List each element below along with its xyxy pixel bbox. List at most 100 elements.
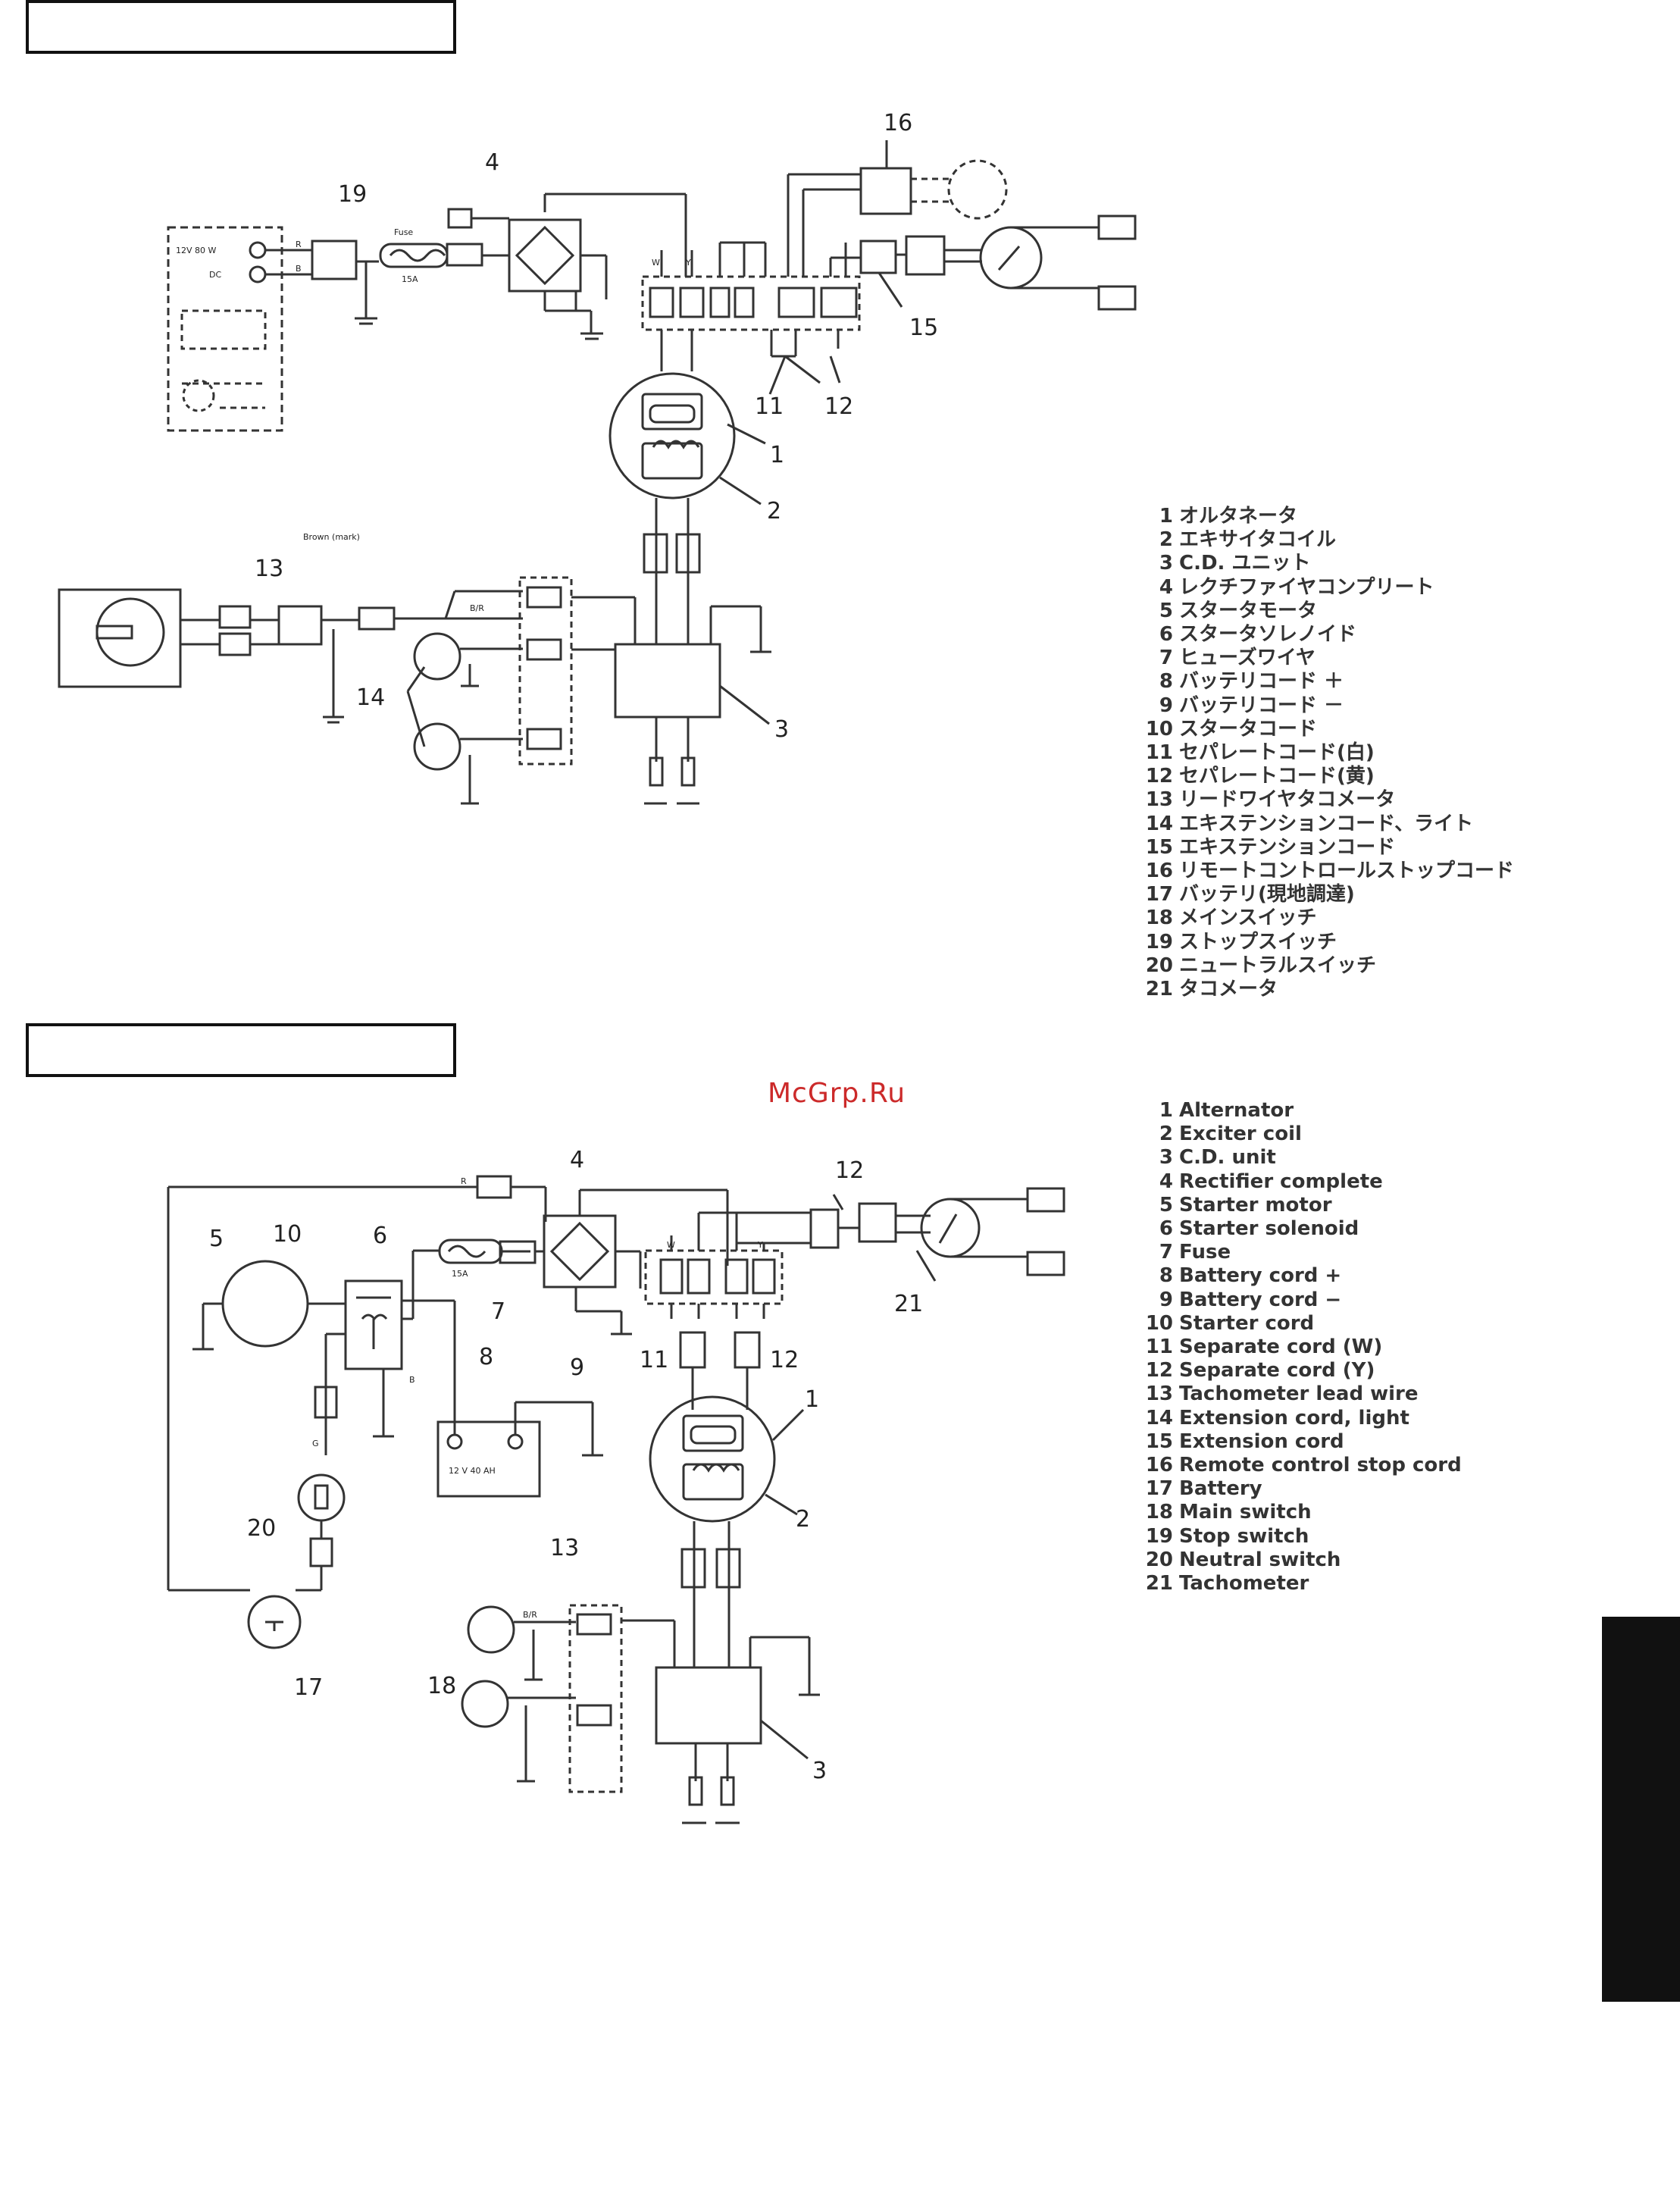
legend-text: Starter solenoid	[1179, 1217, 1359, 1241]
light-extension-box	[859, 167, 912, 215]
legend-text: Starter cord	[1179, 1311, 1315, 1335]
legend-number: 1	[1159, 505, 1173, 528]
legend-number: 7	[1159, 1241, 1173, 1264]
legend-number: 12	[1145, 1359, 1173, 1383]
legend-text: Starter motor	[1179, 1193, 1332, 1217]
legend-text: バッテリコード －	[1179, 694, 1344, 717]
legend-number: 15	[1145, 1429, 1173, 1453]
legend-item: 3 C.D. ユニット	[1141, 552, 1514, 575]
legend-item: 9 バッテリコード －	[1141, 694, 1514, 718]
legend-text: Tachometer	[1179, 1572, 1309, 1595]
legend-number: 20	[1145, 1548, 1173, 1571]
legend-text: ストップスイッチ	[1179, 930, 1337, 954]
callout-17-bottom: 13	[550, 1535, 579, 1561]
legend-number: 8	[1159, 670, 1173, 694]
legend-number: 21	[1145, 978, 1173, 1001]
legend-text: Tachometer lead wire	[1179, 1383, 1419, 1406]
callout-9-bottom: 9	[570, 1354, 584, 1381]
legend-text: エキステンションコード、ライト	[1179, 812, 1474, 835]
callout-18-bottom: 17	[294, 1674, 323, 1701]
callout-19-top: 14	[356, 684, 385, 711]
fuse-rating-bottom: 15A	[452, 1269, 468, 1279]
power-label: 12V 80 W	[176, 246, 217, 255]
fuse-label: Fuse	[394, 227, 413, 237]
bottom-section-title-box	[26, 1023, 456, 1077]
callout-6-bottom: 6	[373, 1223, 387, 1249]
legend-item: 21 タコメータ	[1141, 978, 1514, 1001]
callout-3-top: 3	[774, 716, 789, 743]
legend-number: 19	[1145, 930, 1173, 954]
legend-text: スタータモータ	[1179, 599, 1318, 622]
legend-text: Extension cord, light	[1179, 1406, 1409, 1429]
legend-number: 19	[1145, 1524, 1173, 1548]
legend-number: 6	[1159, 623, 1173, 647]
watermark: McGrp.Ru	[768, 1078, 906, 1109]
battery-bottom	[436, 1420, 541, 1498]
callout-12-bottom: 12	[770, 1347, 799, 1373]
alternator-top	[608, 372, 736, 499]
top-diagram-labels: 19 4 16 15 11 12 1 2 3 13 14 12V 80 W DC…	[176, 110, 938, 743]
callout-11-top: 11	[755, 393, 784, 420]
connector-bank-top	[641, 275, 861, 331]
callout-2-bottom: 2	[796, 1506, 810, 1533]
legend-number: 18	[1145, 1501, 1173, 1524]
legend-text: Extension cord	[1179, 1429, 1344, 1453]
callout-3-bottom: 3	[812, 1758, 827, 1784]
legend-number: 9	[1159, 694, 1173, 717]
legend-text: C.D. ユニット	[1179, 552, 1311, 575]
legend-text: エキステンションコード	[1179, 835, 1396, 859]
legend-number: 17	[1145, 883, 1173, 907]
terminal-negative	[249, 265, 267, 283]
wire-br-bottom: B/R	[523, 1610, 537, 1620]
legend-number: 18	[1145, 907, 1173, 930]
main-switch	[247, 1595, 302, 1649]
legend-text: C.D. unit	[1179, 1146, 1276, 1170]
wire-br-top: B/R	[470, 603, 484, 613]
legend-text: Stop switch	[1179, 1524, 1309, 1548]
tachometer-top	[979, 226, 1043, 290]
wire-y-top: Y	[685, 258, 691, 268]
tach-lead-box	[859, 240, 897, 274]
legend-number: 3	[1159, 552, 1173, 575]
legend-text: Separate cord (W)	[1179, 1336, 1383, 1359]
terminal-positive	[249, 241, 267, 259]
rectifier-bottom	[543, 1214, 617, 1289]
callout-1-top: 1	[770, 442, 784, 468]
remote-stop-panel	[58, 588, 182, 688]
wire-r-bottom: R	[461, 1176, 467, 1186]
battery-outline	[180, 309, 267, 350]
callout-20-bottom: 20	[247, 1515, 276, 1542]
legend-number: 6	[1159, 1217, 1173, 1241]
bottom-diagram-labels: 4 12 21 5 10 6 7 8 9 11 12 1 2 3 13 20 1…	[209, 1147, 923, 1784]
legend-text: タコメータ	[1179, 978, 1278, 1001]
callout-14-top: 16	[884, 110, 912, 136]
legend-text: Exciter coil	[1179, 1123, 1302, 1146]
legend-number: 4	[1159, 575, 1173, 599]
dc-label: DC	[209, 270, 221, 280]
bottom-wiring-diagram	[167, 1175, 1065, 1824]
